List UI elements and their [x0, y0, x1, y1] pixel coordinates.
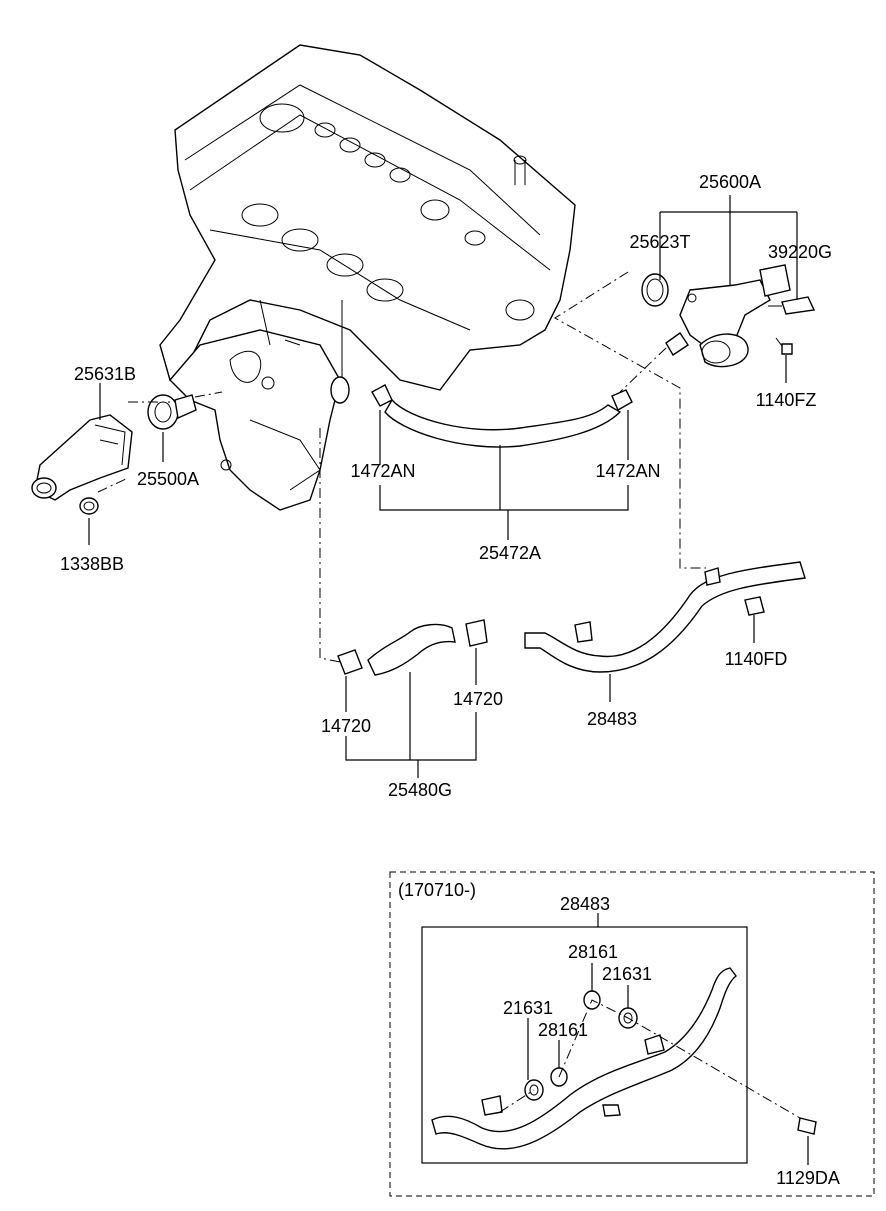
- engine-block-drawing: [159, 44, 576, 511]
- inset-label-28483: 28483: [560, 894, 610, 914]
- label-1140fd: 1140FD: [725, 649, 788, 669]
- water-outlet-fitting-drawing: [641, 264, 816, 368]
- label-28483: 28483: [587, 709, 637, 729]
- pipe-28483-drawing: [524, 561, 806, 673]
- label-25500a: 25500A: [137, 469, 199, 489]
- label-14720-right: 14720: [453, 689, 503, 709]
- inset-date-code: (170710-): [398, 880, 476, 900]
- label-39220g: 39220G: [768, 242, 832, 262]
- label-1140fz: 1140FZ: [756, 390, 817, 410]
- label-25631b: 25631B: [74, 364, 136, 384]
- inset-label-21631-left: 21631: [503, 998, 553, 1018]
- label-25472a: 25472A: [479, 543, 541, 563]
- label-25623t: 25623T: [629, 232, 690, 252]
- label-1472an-right: 1472AN: [595, 461, 660, 481]
- inset-detail-frame: [421, 926, 748, 1164]
- inset-label-21631-top: 21631: [602, 964, 652, 984]
- thermostat-housing-drawing: [31, 394, 197, 515]
- label-25600a: 25600A: [699, 172, 761, 192]
- hose-25480g-drawing: [337, 619, 488, 676]
- inset-label-1129da: 1129DA: [776, 1168, 840, 1188]
- hose-25472a-drawing: [330, 376, 633, 448]
- inset-label-28161-left: 28161: [538, 1020, 588, 1040]
- label-1338bb: 1338BB: [60, 554, 124, 574]
- inset-label-28161-top: 28161: [568, 942, 618, 962]
- inset-frame: [389, 871, 875, 1197]
- label-14720-left: 14720: [321, 716, 371, 736]
- label-1472an-left: 1472AN: [350, 461, 415, 481]
- label-25480g: 25480G: [388, 780, 452, 800]
- inset-pipe-drawing: [431, 967, 817, 1150]
